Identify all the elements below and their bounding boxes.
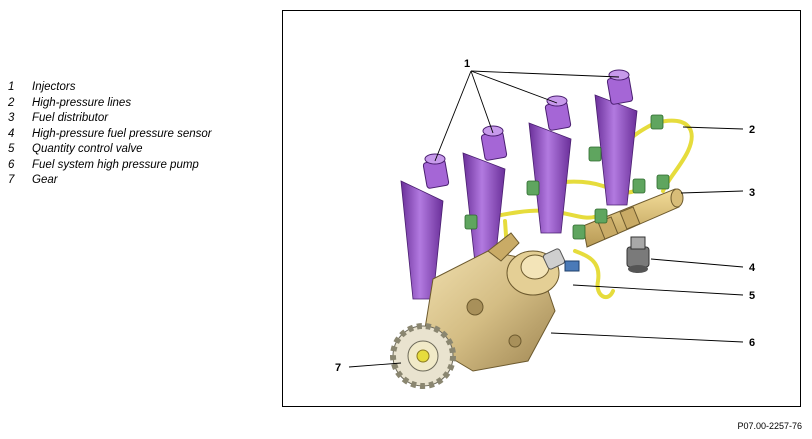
legend: 1 Injectors 2 High-pressure lines 3 Fuel… xyxy=(8,80,278,189)
legend-number: 5 xyxy=(8,143,15,155)
legend-label: Fuel distributor xyxy=(32,112,109,124)
legend-item-fuel-distributor: 3 Fuel distributor xyxy=(8,111,278,127)
legend-number: 3 xyxy=(8,112,15,124)
legend-label: High-pressure lines xyxy=(32,96,132,109)
callout-2: 2 xyxy=(749,124,755,136)
legend-label: High-pressure fuel pressure sensor xyxy=(32,127,212,140)
callout-6: 6 xyxy=(749,337,755,349)
legend-item-pressure-sensor: 4 High-pressure fuel pressure sensor xyxy=(8,127,278,143)
injector-1 xyxy=(400,153,450,300)
gear xyxy=(390,323,456,389)
legend-number: 1 xyxy=(8,81,15,93)
callout-1: 1 xyxy=(464,58,470,70)
legend-label: Injectors xyxy=(32,81,76,93)
legend-number: 4 xyxy=(8,127,15,140)
injector-2 xyxy=(462,125,508,264)
fuel-system-illustration: 1 2 3 4 5 6 7 xyxy=(335,58,756,389)
callout-leaders xyxy=(348,70,744,368)
legend-item-gear: 7 Gear xyxy=(8,173,278,189)
legend-number: 7 xyxy=(8,174,15,186)
reference-code: P07.00-2257-76 xyxy=(737,421,802,431)
quantity-control-valve xyxy=(506,248,580,296)
legend-number: 2 xyxy=(8,96,15,109)
callout-7: 7 xyxy=(335,362,341,374)
legend-item-high-pressure-lines: 2 High-pressure lines xyxy=(8,96,278,112)
pressure-sensor xyxy=(626,236,650,273)
callout-5: 5 xyxy=(749,290,755,302)
line-fittings xyxy=(464,114,670,240)
diagram-frame: 1 2 3 4 5 6 7 xyxy=(282,10,801,407)
callout-3: 3 xyxy=(749,187,755,199)
legend-number: 6 xyxy=(8,158,15,171)
legend-item-high-pressure-pump: 6 Fuel system high pressure pump xyxy=(8,158,278,174)
legend-label: Quantity control valve xyxy=(32,143,143,155)
callout-4: 4 xyxy=(749,262,756,274)
legend-label: Gear xyxy=(32,174,58,186)
injector-3 xyxy=(528,95,572,234)
legend-item-injectors: 1 Injectors xyxy=(8,80,278,96)
legend-label: Fuel system high pressure pump xyxy=(32,158,199,171)
legend-item-quantity-control-valve: 5 Quantity control valve xyxy=(8,142,278,158)
injector-4 xyxy=(594,69,638,206)
